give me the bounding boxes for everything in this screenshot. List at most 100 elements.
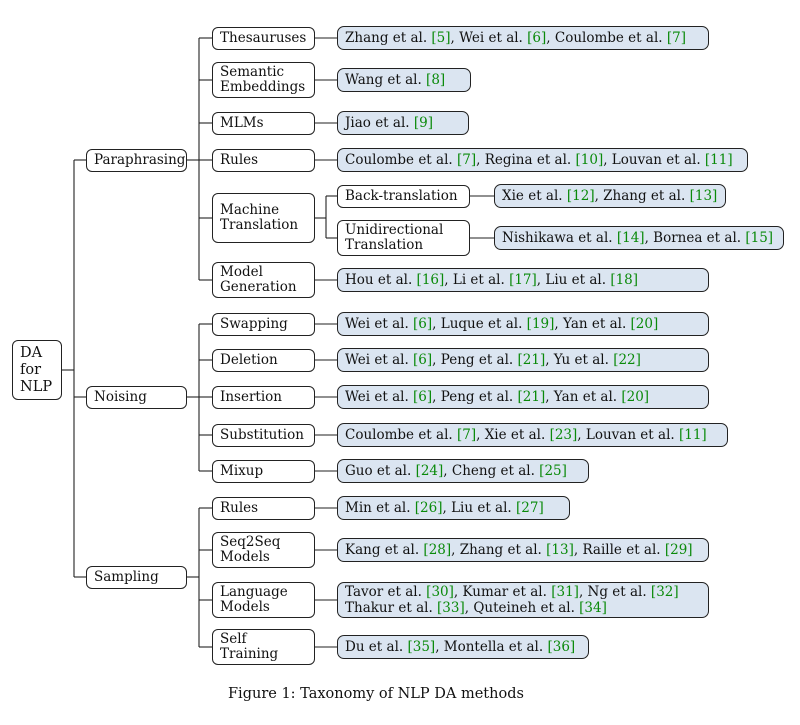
citation-author: , Cheng et al. [443,463,540,479]
citation-author: Thakur et al. [345,600,438,616]
citation-box-language-models: Tavor et al. [30], Kumar et al. [31], Ng… [337,582,709,618]
citation-box-semantic-embeddings: Wang et al. [8] [337,68,471,92]
citation-reference-link[interactable]: [17] [509,272,537,288]
citation-reference-link[interactable]: [32] [650,584,679,600]
method-node-rules: Rules [212,148,315,172]
citation-box-mlms: Jiao et al. [9] [337,111,469,135]
citation-box-deletion: Wei et al. [6], Peng et al. [21], Yu et … [337,348,709,372]
citation-reference-link[interactable]: [7] [456,152,477,168]
method-node-mixup: Mixup [212,459,315,483]
method-node-machine-translation-line-2: Translation [220,217,299,233]
citation-reference-link[interactable]: [33] [437,600,465,616]
method-node-substitution: Substitution [212,423,315,447]
branch-node-paraphrasing: Paraphrasing [86,148,187,172]
method-node-insertion-line-1: Insertion [220,388,282,405]
citation-reference-link[interactable]: [5] [431,30,451,46]
citation-reference-link[interactable]: [14] [616,230,645,246]
method-node-swapping-line-1: Swapping [220,315,288,332]
citation-row: Zhang et al. [5], Wei et al. [6], Coulom… [345,30,686,46]
citation-reference-link[interactable]: [25] [539,463,567,479]
citation-reference-link[interactable]: [34] [579,600,607,616]
citation-reference-link[interactable]: [11] [704,152,733,168]
citation-reference-link[interactable]: [28] [423,542,452,558]
citation-author: , Louvan et al. [603,152,705,168]
citation-reference-link[interactable]: [6] [413,352,433,368]
citation-author: , Xie et al. [476,427,550,443]
citation-box-substitution: Coulombe et al. [7], Xie et al. [23], Lo… [337,423,728,447]
citation-reference-link[interactable]: [36] [547,639,576,655]
citation-author: Nishikawa et al. [502,230,617,246]
citation-reference-link[interactable]: [26] [414,500,443,516]
method-node-seq2seq-models-line-2: Models [220,549,270,565]
root-node: DA for NLP [12,340,62,400]
citation-box-rules: Coulombe et al. [7], Regina et al. [10],… [337,148,748,172]
citation-reference-link[interactable]: [10] [575,152,604,168]
citation-reference-link[interactable]: [11] [678,427,707,443]
method-node-self-training-line-2: Training [220,646,279,662]
citation-reference-link[interactable]: [20] [630,316,659,332]
submethod-node-unidirectional-translation-line-2: Translation [345,237,424,253]
method-node-insertion: Insertion [212,385,315,409]
citation-reference-link[interactable]: [8] [426,72,446,88]
citation-reference-link[interactable]: [6] [527,30,547,46]
method-node-substitution-line-1: Substitution [220,426,304,443]
method-node-language-models-line-2: Models [220,599,270,615]
citation-reference-link[interactable]: [35] [407,639,436,655]
citation-author: Hou et al. [345,272,417,288]
method-node-machine-translation-line-1: Machine [220,202,280,218]
citation-author: , Ng et al. [578,584,651,600]
citation-author: , Regina et al. [476,152,576,168]
citation-reference-link[interactable]: [13] [689,188,718,204]
citation-reference-link[interactable]: [30] [426,584,454,600]
citation-reference-link[interactable]: [23] [549,427,578,443]
citation-reference-link[interactable]: [21] [517,389,546,405]
citation-reference-link[interactable]: [20] [621,389,650,405]
citation-row: Du et al. [35], Montella et al. [36] [345,639,575,655]
citation-author: Kang et al. [345,542,424,558]
citation-author: , Luque et al. [432,316,527,332]
citation-reference-link[interactable]: [9] [413,115,433,131]
method-node-language-models-line-1: Language [220,584,288,600]
citation-reference-link[interactable]: [12] [566,188,595,204]
citation-reference-link[interactable]: [27] [516,500,544,516]
citation-author: , Raille et al. [573,542,665,558]
citation-reference-link[interactable]: [6] [413,389,433,405]
citation-reference-link[interactable]: [21] [517,352,546,368]
citation-row: Thakur et al. [33], Quteineh et al. [34] [345,600,607,616]
submethod-node-back-translation: Back-translation [337,184,470,208]
citation-author: Xie et al. [502,188,567,204]
root-label-line-2: for [20,361,42,378]
citation-reference-link[interactable]: [6] [413,316,433,332]
citation-reference-link[interactable]: [24] [415,463,444,479]
citation-reference-link[interactable]: [16] [416,272,445,288]
citation-row: Xie et al. [12], Zhang et al. [13] [502,188,717,204]
citation-author: Coulombe et al. [345,427,457,443]
method-node-deletion: Deletion [212,348,315,372]
citation-author: Wang et al. [345,72,427,88]
citation-box-rules: Min et al. [26], Liu et al. [27] [337,496,570,520]
method-node-rules: Rules [212,496,315,520]
citation-reference-link[interactable]: [15] [745,230,774,246]
citation-author: , Zhang et al. [594,188,690,204]
citation-reference-link[interactable]: [13] [546,542,574,558]
citation-reference-link[interactable]: [31] [551,584,579,600]
citation-reference-link[interactable]: [18] [610,272,639,288]
citation-reference-link[interactable]: [7] [666,30,686,46]
citation-reference-link[interactable]: [19] [526,316,555,332]
branch-node-noising-line-1: Noising [94,388,147,405]
figure-caption: Figure 1: Taxonomy of NLP DA methods [228,686,524,702]
citation-reference-link[interactable]: [7] [456,427,477,443]
citation-reference-link[interactable]: [22] [613,352,641,368]
citation-author: Tavor et al. [345,584,427,600]
citation-author: , Zhang et al. [451,542,547,558]
method-node-deletion-line-1: Deletion [220,351,278,368]
citation-row: Coulombe et al. [7], Xie et al. [23], Lo… [345,427,707,443]
citation-reference-link[interactable]: [29] [664,542,693,558]
method-node-model-generation-line-1: Model [220,264,263,280]
